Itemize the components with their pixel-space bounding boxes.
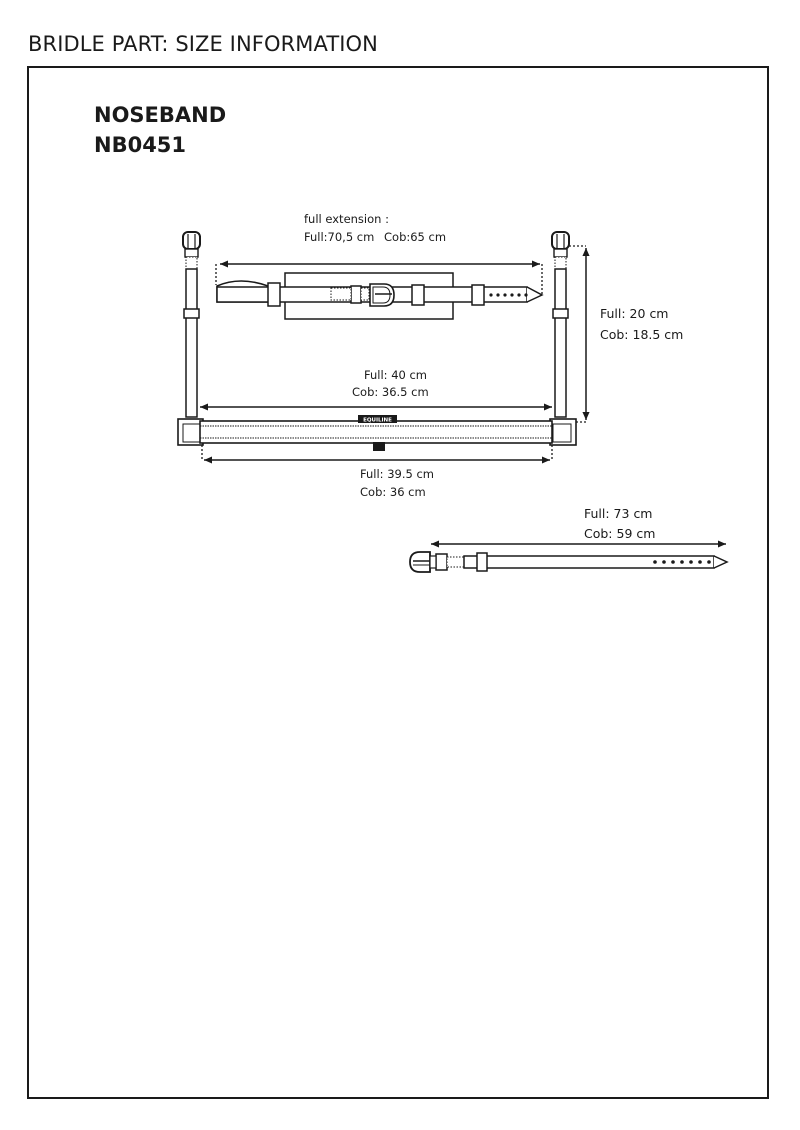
inner-width-cob: Cob: 36.5 cm bbox=[352, 385, 429, 399]
lower-buckle-icon bbox=[409, 551, 432, 573]
full-extension-cob: Cob:65 cm bbox=[384, 230, 446, 244]
drawing-frame bbox=[27, 66, 769, 1099]
right-cheek-strap bbox=[551, 231, 570, 418]
side-height-cob: Cob: 18.5 cm bbox=[600, 327, 683, 342]
outer-width-full: Full: 39.5 cm bbox=[360, 467, 434, 481]
keeper-4 bbox=[471, 284, 485, 306]
strap-holes bbox=[489, 293, 528, 297]
keeper-2 bbox=[350, 285, 362, 304]
lower-strap-full: Full: 73 cm bbox=[584, 506, 653, 521]
side-height-dimension: Full: 20 cm Cob: 18.5 cm bbox=[569, 245, 683, 423]
brand-tag-text: EQUILINE bbox=[363, 418, 392, 424]
full-extension-full: Full:70,5 cm bbox=[304, 230, 374, 244]
lower-keeper bbox=[476, 552, 488, 572]
page-title: BRIDLE PART: SIZE INFORMATION bbox=[28, 32, 378, 56]
left-cheek-strap bbox=[182, 231, 201, 418]
noseband-band: Full: 40 cm Cob: 36.5 cm EQUILINE Full: … bbox=[177, 368, 577, 499]
lower-strap-holes bbox=[653, 560, 711, 564]
inner-width-full: Full: 40 cm bbox=[364, 368, 427, 382]
product-name: NOSEBAND bbox=[94, 103, 227, 127]
keeper-1 bbox=[267, 282, 281, 307]
product-code: NB0451 bbox=[94, 133, 187, 157]
side-height-full: Full: 20 cm bbox=[600, 306, 669, 321]
keeper-3 bbox=[411, 284, 425, 306]
brand-tag bbox=[358, 415, 397, 423]
top-strap-group: full extension : Full:70,5 cm Cob:65 cm bbox=[215, 212, 544, 320]
buckle-icon bbox=[369, 283, 395, 307]
outer-width-cob: Cob: 36 cm bbox=[360, 485, 426, 499]
lower-strap: Full: 73 cm Cob: 59 cm bbox=[409, 506, 729, 573]
lower-strap-cob: Cob: 59 cm bbox=[584, 526, 655, 541]
full-extension-heading: full extension : bbox=[304, 212, 389, 226]
